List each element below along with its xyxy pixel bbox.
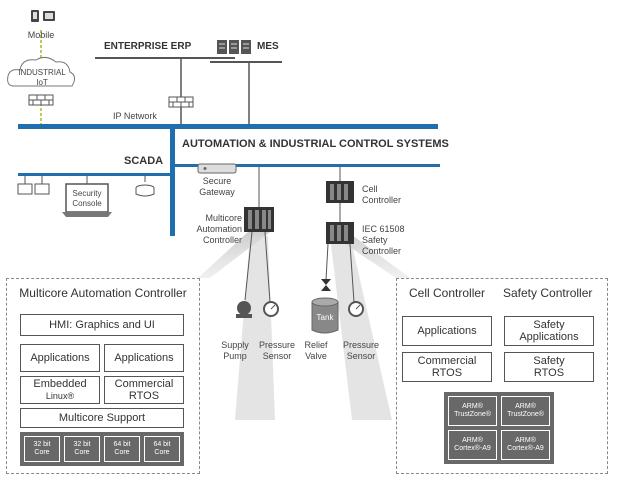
safety-app-label-2: Applications (519, 331, 579, 343)
firewall-icon-erp (168, 96, 194, 108)
srtos-label-1: Safety (533, 355, 565, 367)
pressure-sensor-1-label-2: Sensor (262, 351, 292, 361)
core-chip-label-2: Core (114, 449, 130, 456)
control-bus (175, 164, 440, 167)
relief-valve-label-1: Relief (304, 340, 328, 350)
applications-box: Applications (104, 344, 184, 372)
applications-box: Applications (20, 344, 100, 372)
cloud-icon (7, 56, 76, 87)
cell-controller-label-1: Cell (362, 184, 378, 194)
tank-label: Tank (316, 313, 334, 322)
iec-label-1: IEC 61508 (362, 224, 405, 234)
arm-chip: ARM®TrustZone® (448, 396, 497, 426)
multicore-support-box: Multicore Support (20, 408, 184, 428)
srtos-label-2: RTOS (533, 367, 565, 379)
arm-chip-label-2: TrustZone® (454, 411, 491, 418)
mac-label-2: Automation (196, 224, 242, 234)
arm-chip: ARM®TrustZone® (501, 396, 550, 426)
embedded-label-1: Embedded (33, 378, 87, 390)
relief-valve-label-2: Valve (305, 351, 327, 361)
arm-chip-label-1: ARM® (462, 437, 483, 444)
core-chip-label-1: 64 bit (153, 441, 171, 448)
safety-controller-icon (326, 222, 354, 244)
core-chip-label-1: 32 bit (73, 441, 91, 448)
monitor-icon (34, 183, 50, 195)
pump-icon (236, 301, 252, 318)
pressure-sensor-1-label-1: Pressure (258, 340, 295, 350)
vertical-backbone (170, 124, 175, 236)
firewall-icon-iot (28, 94, 54, 106)
core-chip-label-2: Core (154, 449, 170, 456)
cell-controller-icon (326, 181, 354, 203)
applications-box: Applications (402, 316, 492, 346)
automation-title: AUTOMATION & INDUSTRIAL CONTROL SYSTEMS (182, 138, 449, 150)
crtos-label-2: RTOS (128, 390, 160, 402)
scada-label: SCADA (124, 155, 164, 167)
arm-chip-label-2: TrustZone® (507, 411, 544, 418)
commercial-rtos-box: Commercial RTOS (402, 352, 492, 382)
mobile-label: Mobile (27, 30, 55, 40)
safety-app-label-1: Safety (533, 319, 565, 331)
ip-network-label: IP Network (113, 111, 157, 121)
arm-chip: ARM®Cortex®-A9 (501, 430, 550, 460)
core-chip-label-1: 32 bit (33, 441, 51, 448)
erp-label: ENTERPRISE ERP (104, 41, 192, 52)
scada-bus (18, 173, 172, 176)
monitor-icon (17, 183, 33, 195)
core-chip-label-2: Core (34, 449, 50, 456)
core-chip-label-1: 64 bit (113, 441, 131, 448)
iec-label-3: Controller (362, 246, 402, 256)
arm-chip-label-2: Cortex®-A9 (454, 445, 491, 452)
beam-center-left (235, 236, 275, 420)
arm-chip-label-1: ARM® (515, 403, 536, 410)
pressure-gauge-icon (263, 301, 279, 317)
embedded-label-2: Linux® (45, 391, 75, 401)
mac-label-3: Controller (202, 235, 242, 245)
pressure-gauge-icon (348, 301, 364, 317)
relief-valve-icon (321, 279, 331, 291)
crtos-label-1: Commercial (114, 378, 174, 390)
supply-pump-label-1: Supply (221, 340, 249, 350)
pressure-sensor-2-label-2: Sensor (346, 351, 376, 361)
commercial-rtos-box: Commercial RTOS (104, 376, 184, 404)
safety-controller-title: Safety Controller (503, 286, 593, 300)
panel-title: Multicore Automation Controller (19, 286, 187, 300)
multicore-controller-icon (244, 207, 274, 232)
hmi-box: HMI: Graphics and UI (20, 314, 184, 336)
safety-rtos-box: Safety RTOS (504, 352, 594, 382)
crtos-label-2: RTOS (431, 367, 463, 379)
gateway-label-1: Secure (202, 176, 232, 186)
server-rack-icon (217, 40, 251, 54)
beam-center-right (330, 236, 392, 420)
arm-chip-label-2: Cortex®-A9 (507, 445, 544, 452)
iot-label-line1: INDUSTRIAL (18, 68, 66, 77)
crtos-label-1: Commercial (417, 355, 477, 367)
iec-label-2: Safety (362, 235, 388, 245)
security-console-label-2: Console (72, 199, 102, 208)
pressure-sensor-2-label-1: Pressure (342, 340, 379, 350)
mes-label: MES (257, 41, 279, 52)
arm-chip: ARM®Cortex®-A9 (448, 430, 497, 460)
security-console-label-1: Security (72, 189, 102, 198)
arm-chip-label-1: ARM® (515, 437, 536, 444)
laptop-icon (65, 183, 109, 213)
safety-applications-box: Safety Applications (504, 316, 594, 346)
ip-network-bus (18, 124, 438, 129)
iot-label-line2: IoT (36, 78, 48, 87)
mac-label-1: Multicore (205, 213, 242, 223)
gateway-icon (197, 163, 237, 174)
tank-icon (311, 297, 339, 334)
arm-chip-label-1: ARM® (462, 403, 483, 410)
cell-controller-label-2: Controller (362, 195, 402, 205)
gateway-label-2: Gateway (199, 187, 235, 197)
embedded-linux-box: Embedded Linux® (20, 376, 100, 404)
supply-pump-label-2: Pump (223, 351, 247, 361)
core-chip-label-2: Core (74, 449, 90, 456)
cell-controller-title: Cell Controller (409, 286, 486, 300)
